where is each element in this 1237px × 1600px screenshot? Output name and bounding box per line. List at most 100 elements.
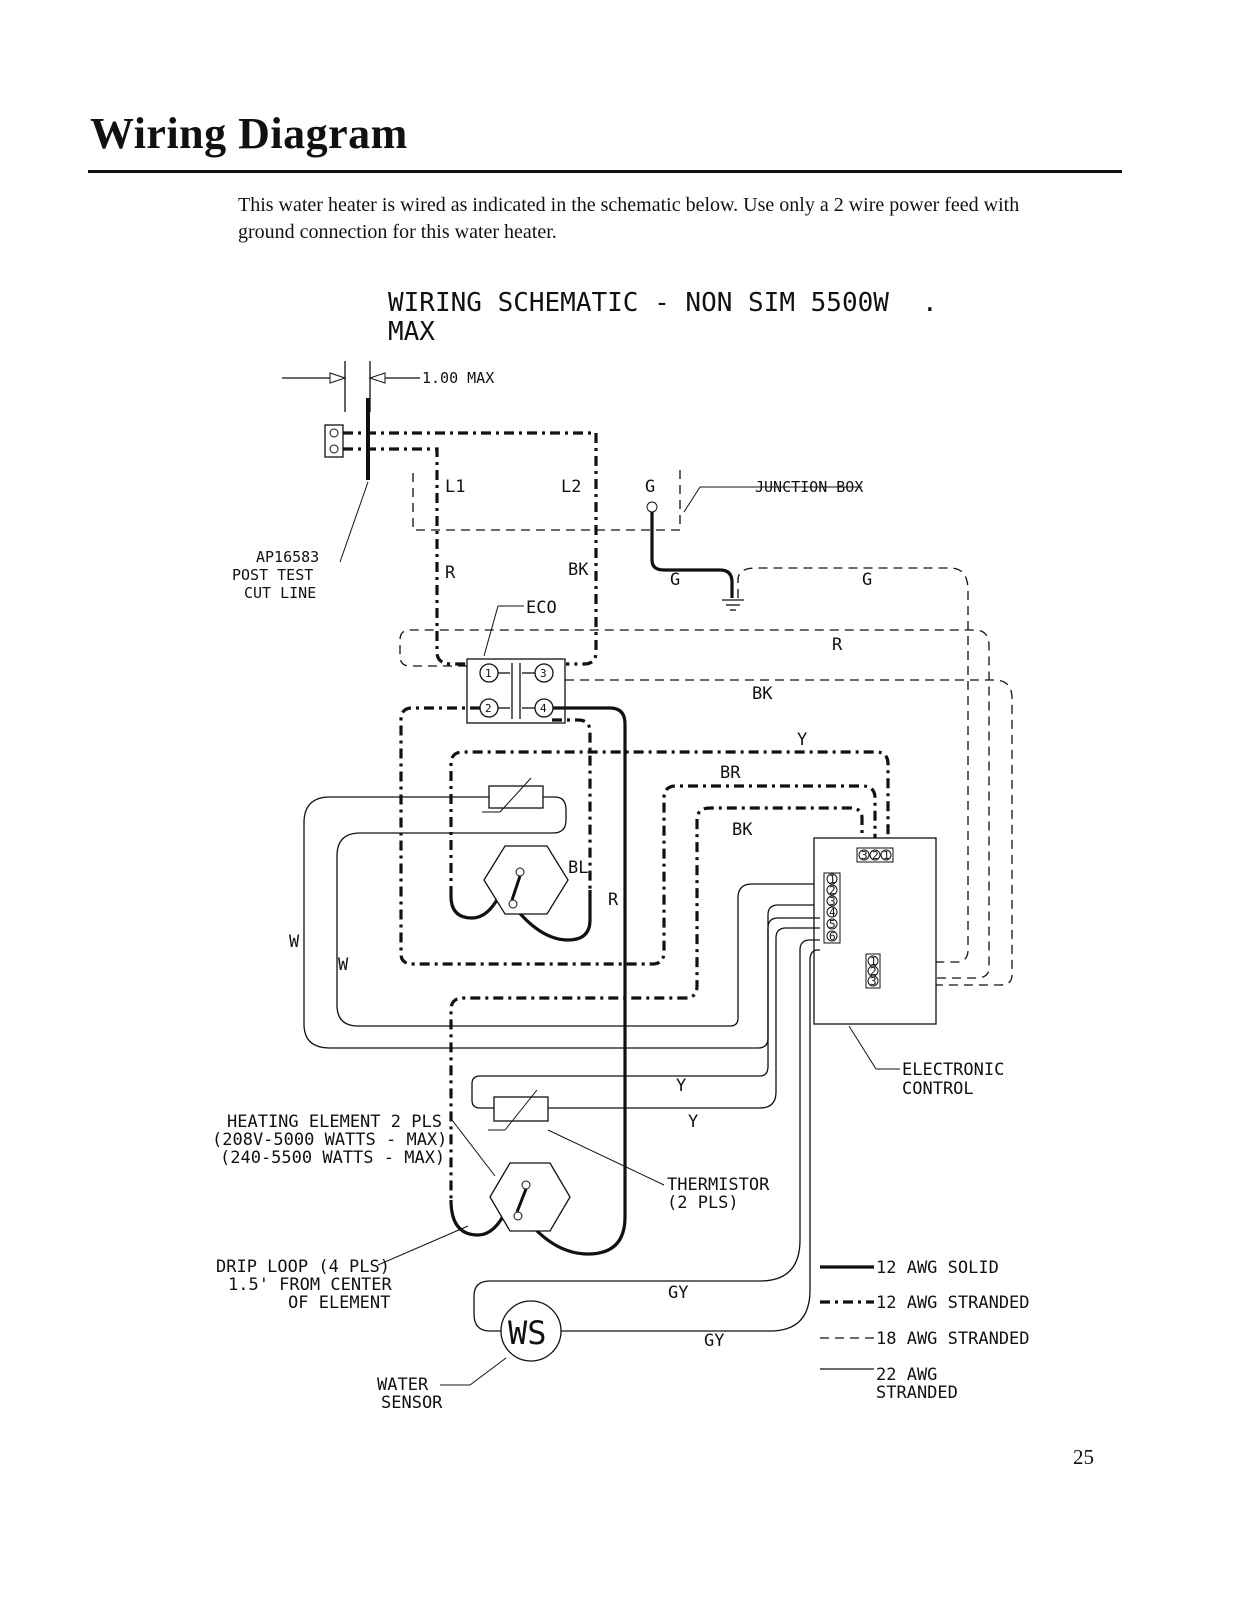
wire-upper-element-loop — [510, 890, 592, 942]
svg-text:2: 2 — [870, 965, 877, 978]
svg-text:1: 1 — [485, 667, 492, 680]
dimension-callout: 1.00 MAX — [282, 361, 494, 412]
drip-loop-label-3: OF ELEMENT — [288, 1293, 390, 1313]
svg-text:3: 3 — [861, 849, 868, 862]
wire-y-thermistor-1 — [471, 917, 820, 1109]
wire-label-w-outer: W — [289, 932, 300, 952]
schematic-title-line2: MAX — [388, 317, 435, 347]
svg-text:3: 3 — [870, 975, 877, 988]
wire-bk-lower — [449, 806, 864, 1200]
heating-element-label-3: (240-5500 WATTS - MAX) — [220, 1148, 445, 1168]
wire-y-thermistor-2 — [548, 927, 820, 1109]
wire-element-lower-r — [525, 706, 627, 1256]
legend-label-4b: STRANDED — [876, 1383, 958, 1403]
legend-label-2: 12 AWG STRANDED — [876, 1293, 1030, 1313]
wire-label-r-supply: R — [445, 563, 456, 583]
svg-text:1: 1 — [829, 873, 836, 886]
svg-text:1: 1 — [870, 955, 877, 968]
upper-heating-element — [483, 845, 569, 915]
water-sensor-label-2: SENSOR — [381, 1393, 443, 1413]
electronic-control: 3 2 1 1 2 3 4 5 6 1 2 3 — [813, 837, 937, 1025]
title-divider — [88, 170, 1122, 173]
water-sensor: WS — [500, 1300, 562, 1362]
schematic-title-line1: WIRING SCHEMATIC - NON SIM 5500W — [388, 288, 889, 318]
ground-screw — [646, 501, 658, 513]
cut-line-label-3: CUT LINE — [244, 584, 316, 602]
g-terminal-label: G — [645, 477, 655, 497]
svg-text:3: 3 — [540, 667, 547, 680]
r-wire-to-control — [399, 629, 990, 979]
wire-label-bk-control: BK — [752, 684, 773, 704]
wire-label-gy-2: GY — [704, 1331, 724, 1351]
svg-text:2: 2 — [485, 702, 492, 715]
eco-label: ECO — [526, 598, 557, 618]
wire-label-r-control: R — [832, 635, 843, 655]
wire-label-w-inner: W — [338, 955, 349, 975]
wire-gy-2 — [561, 949, 820, 1332]
eco-switch: 1 3 2 4 — [466, 658, 566, 724]
wire-label-br: BR — [720, 763, 741, 783]
water-sensor-leader — [469, 1357, 507, 1386]
thermistor-leader — [547, 1129, 665, 1186]
wire-label-bk-supply: BK — [568, 560, 589, 580]
heating-element-label-2: (208V-5000 WATTS - MAX) — [212, 1130, 447, 1150]
bk-wire-to-control — [565, 679, 1013, 986]
junction-box-label: JUNCTION BOX — [755, 478, 863, 496]
wire-w-inner — [336, 796, 820, 1027]
control-label-2: CONTROL — [902, 1079, 974, 1099]
wire-label-bk-lower: BK — [732, 820, 753, 840]
l2-label: L2 — [561, 477, 581, 497]
eco-leader — [483, 605, 499, 657]
ground-wire — [650, 512, 734, 598]
wire-label-r-element: R — [608, 890, 619, 910]
water-sensor-label-1: WATER — [377, 1375, 429, 1395]
page-number: 25 — [1073, 1445, 1094, 1469]
cut-line-leader — [339, 481, 369, 563]
svg-text:4: 4 — [829, 906, 836, 919]
thermistor-label-2: (2 PLS) — [667, 1193, 739, 1213]
svg-text:1: 1 — [883, 849, 890, 862]
drip-loop-leader — [377, 1225, 469, 1266]
wire-w-outer — [303, 796, 820, 1049]
wire-y-control — [449, 750, 890, 896]
svg-text:6: 6 — [829, 930, 836, 943]
lower-heating-element — [489, 1162, 571, 1232]
ground-wire-label-2: G — [862, 570, 872, 590]
svg-text:5: 5 — [829, 918, 836, 931]
svg-text:2: 2 — [872, 849, 879, 862]
l1-wire-r — [343, 447, 470, 666]
title-mark: . — [922, 288, 938, 318]
wire-label-y-2: Y — [688, 1112, 698, 1132]
wire-label-y-control: Y — [797, 730, 807, 750]
wire-legend: 12 AWG SOLID 12 AWG STRANDED 18 AWG STRA… — [820, 1258, 1030, 1403]
heating-element-leader — [451, 1119, 496, 1177]
ws-label: WS — [508, 1314, 547, 1352]
page-title: Wiring Diagram — [90, 109, 408, 158]
intro-paragraph: This water heater is wired as indicated … — [238, 194, 1020, 243]
legend-label-4a: 22 AWG — [876, 1365, 937, 1385]
svg-text:3: 3 — [829, 895, 836, 908]
control-label-1: ELECTRONIC — [902, 1060, 1004, 1080]
cut-line-label-1: AP16583 — [256, 548, 319, 566]
dimension-label: 1.00 MAX — [422, 369, 494, 387]
junction-box-outline — [412, 470, 681, 531]
drip-loop-label-2: 1.5' FROM CENTER — [228, 1275, 393, 1295]
svg-text:4: 4 — [540, 702, 547, 715]
terminal-block — [324, 424, 344, 458]
drip-loop-label-1: DRIP LOOP (4 PLS) — [216, 1257, 390, 1277]
control-leader — [848, 1025, 877, 1070]
l2-wire-bk — [343, 431, 598, 666]
wire-label-gy-1: GY — [668, 1283, 688, 1303]
wire-label-y-1: Y — [676, 1076, 686, 1096]
thermistor-label-1: THERMISTOR — [667, 1175, 770, 1195]
l1-label: L1 — [445, 477, 465, 497]
upper-thermistor — [482, 777, 544, 813]
svg-text:2: 2 — [829, 884, 836, 897]
lower-thermistor — [488, 1089, 549, 1131]
wire-br — [399, 706, 877, 966]
legend-label-1: 12 AWG SOLID — [876, 1258, 999, 1278]
cut-line-label-2: POST TEST — [232, 566, 313, 584]
wire-label-bl: BL — [568, 858, 588, 878]
heating-element-label-1: HEATING ELEMENT 2 PLS — [227, 1112, 442, 1132]
